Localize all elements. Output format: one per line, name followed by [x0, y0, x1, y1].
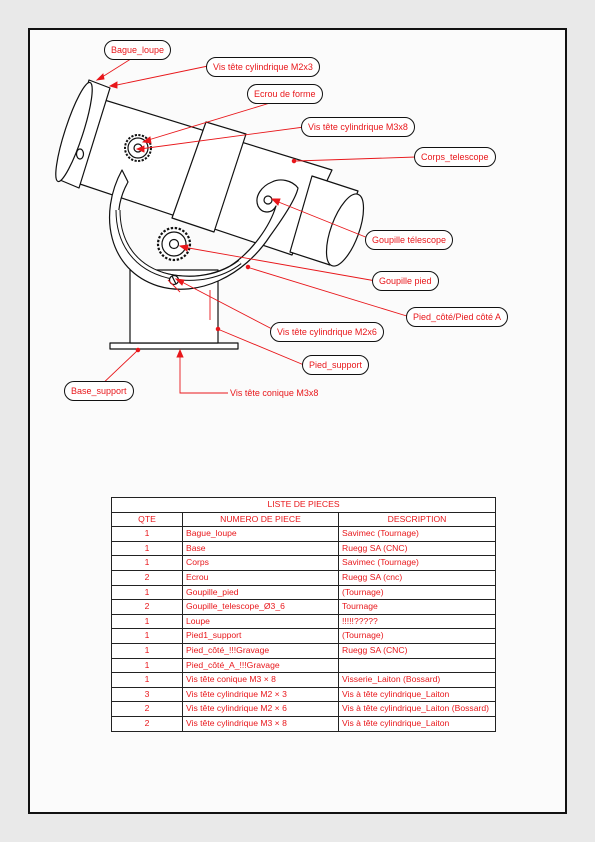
cell-qty: 2: [111, 715, 183, 732]
callout-goupille-pied: Goupille pied: [372, 271, 439, 291]
cell-part: Vis tête cylindrique M2 × 6: [182, 701, 339, 717]
callout-vis-m3x8: Vis tête cylindrique M3x8: [301, 117, 415, 137]
cell-qty: 1: [111, 657, 183, 674]
cell-part: Loupe: [182, 613, 339, 630]
header-qty: QTE: [111, 511, 183, 528]
cell-part: Bague_loupe: [182, 526, 339, 542]
callout-vis-m2x6: Vis tête cylindrique M2x6: [270, 322, 384, 342]
cell-qty: 2: [111, 599, 183, 615]
cell-qty: 1: [111, 584, 183, 601]
cell-part: Goupille_pied: [182, 584, 339, 601]
cell-part: Base: [182, 540, 339, 557]
bague-loupe-screw: [75, 148, 85, 160]
cell-desc: [338, 657, 496, 674]
cell-part: Pied_côté_A_!!!Gravage: [182, 657, 339, 674]
callout-corps-telescope: Corps_telescope: [414, 147, 496, 167]
header-desc: DESCRIPTION: [338, 511, 496, 528]
cell-desc: Vis à tête cylindrique_Laiton (Bossard): [338, 701, 496, 717]
ecrou-forme-lower: [156, 226, 192, 262]
label-vis-conique: Vis tête conique M3x8: [230, 388, 319, 398]
cell-qty: 1: [111, 555, 183, 571]
cell-desc: Tournage: [338, 599, 496, 615]
callout-ecrou-forme: Ecrou de forme: [247, 84, 323, 104]
arm-slot-inner: [116, 209, 241, 280]
cell-part: Vis tête cylindrique M2 × 3: [182, 686, 339, 703]
cell-part: Vis tête cylindrique M3 × 8: [182, 715, 339, 732]
callout-base-support: Base_support: [64, 381, 134, 401]
goupille-telescope: [263, 195, 273, 205]
cell-qty: 1: [111, 540, 183, 557]
parts-list-header-row: QTE NUMERO DE PIECE DESCRIPTION: [111, 511, 496, 528]
cell-desc: (Tournage): [338, 584, 496, 601]
cell-desc: !!!!!?????: [338, 613, 496, 630]
cell-part: Ecrou: [182, 569, 339, 586]
cell-desc: Vis à tête cylindrique_Laiton: [338, 686, 496, 703]
cell-qty: 1: [111, 642, 183, 659]
cell-part: Goupille_telescope_Ø3_6: [182, 599, 339, 615]
cell-qty: 1: [111, 613, 183, 630]
cell-qty: 2: [111, 569, 183, 586]
cell-desc: Vis à tête cylindrique_Laiton: [338, 715, 496, 732]
cell-desc: (Tournage): [338, 628, 496, 644]
callout-bague-loupe: Bague_loupe: [104, 40, 172, 60]
cell-qty: 1: [111, 672, 183, 688]
cell-desc: Visserie_Laiton (Bossard): [338, 672, 496, 688]
cell-qty: 1: [111, 526, 183, 542]
cell-qty: 1: [111, 628, 183, 644]
cell-part: Vis tête conique M3 × 8: [182, 672, 339, 688]
cell-qty: 2: [111, 701, 183, 717]
parts-list-table: LISTE DE PIECES QTE NUMERO DE PIECE DESC…: [111, 497, 496, 732]
cell-desc: Savimec (Tournage): [338, 555, 496, 571]
eyepiece-end: [325, 193, 365, 267]
parts-list-title-row: LISTE DE PIECES: [111, 497, 496, 513]
cell-desc: Savimec (Tournage): [338, 526, 496, 542]
callout-vis-m2x3: Vis tête cylindrique M2x3: [206, 57, 320, 77]
cell-part: Pied1_support: [182, 628, 339, 644]
cell-part: Corps: [182, 555, 339, 571]
parts-list-title: LISTE DE PIECES: [111, 497, 496, 513]
callout-pied-cote: Pied_côté/Pied côté A: [406, 307, 509, 327]
header-part: NUMERO DE PIECE: [182, 511, 339, 528]
cell-desc: Ruegg SA (CNC): [338, 540, 496, 557]
bague-loupe-face: [55, 81, 93, 183]
middle-collar: [171, 121, 247, 233]
callout-pied-support: Pied_support: [302, 355, 370, 375]
cell-part: Pied_côté_!!!Gravage: [182, 642, 339, 659]
cell-desc: Ruegg SA (cnc): [338, 569, 496, 586]
cell-desc: Ruegg SA (CNC): [338, 642, 496, 659]
callout-goupille-telescope: Goupille télescope: [365, 230, 454, 250]
cell-qty: 3: [111, 686, 183, 703]
base-support-plate: [109, 342, 239, 350]
